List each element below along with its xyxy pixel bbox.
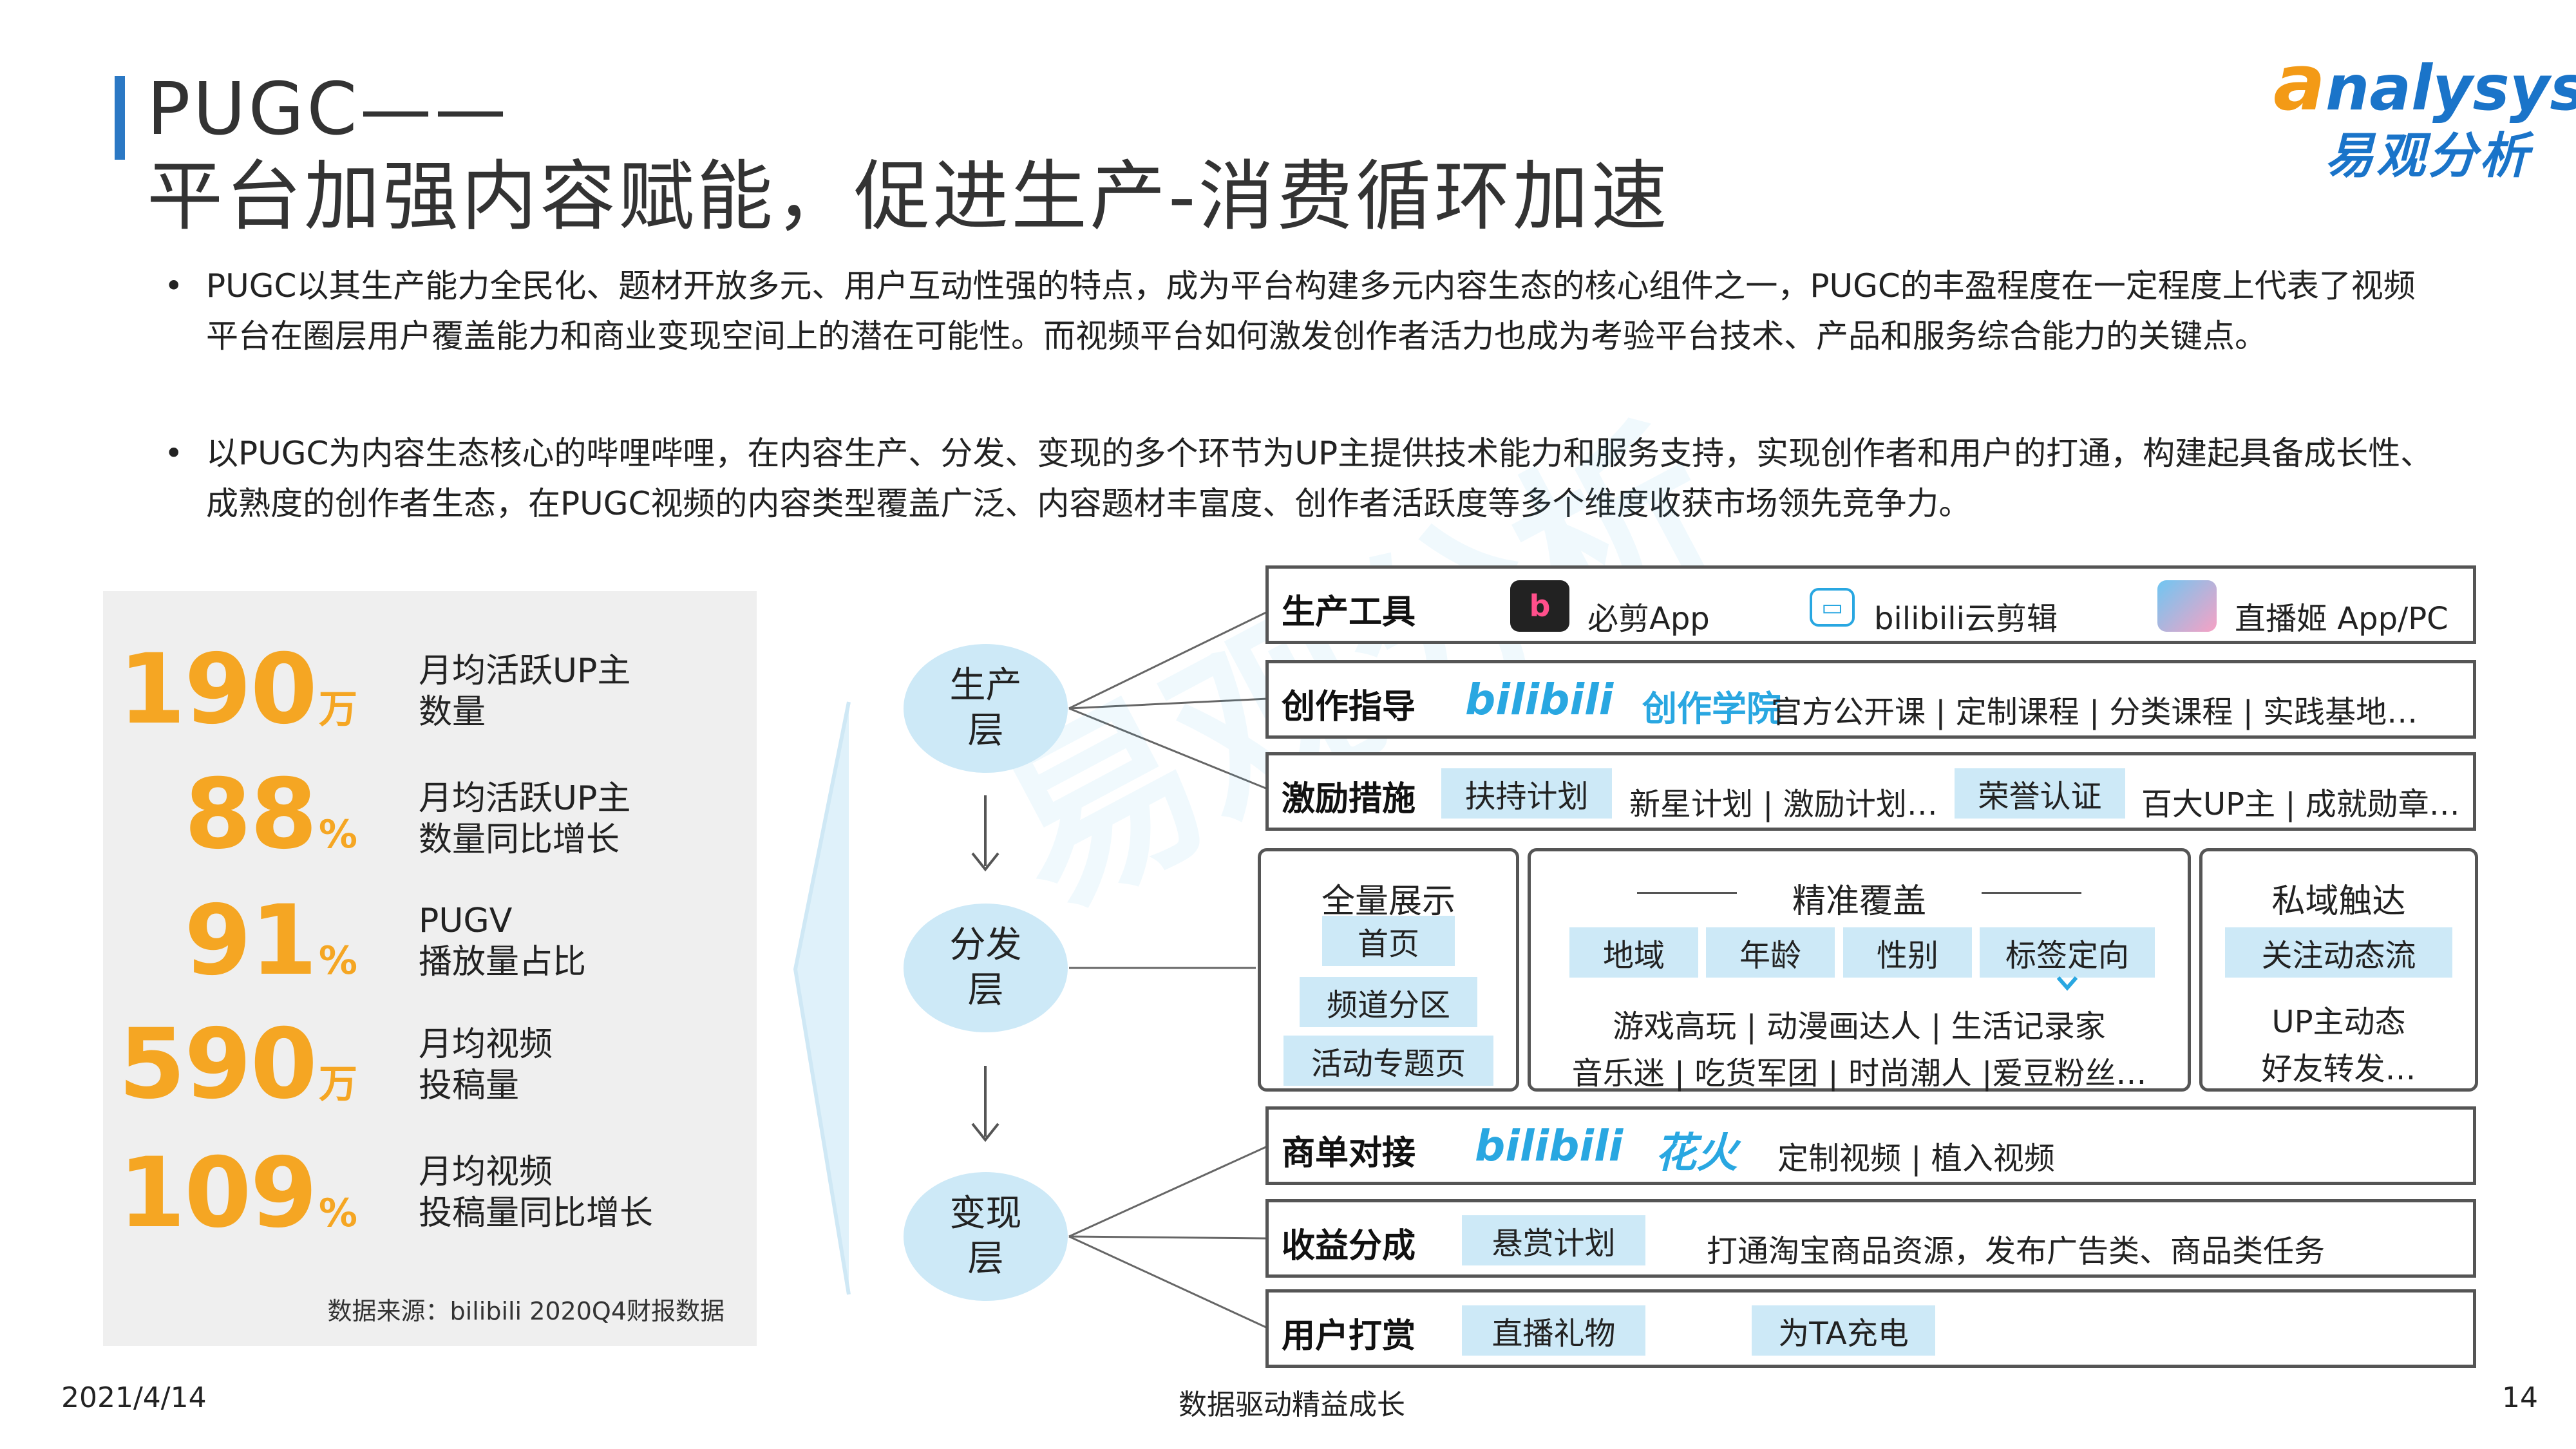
audience-line: 游戏高玩 | 动漫画达人 | 生活记录家 <box>1613 1009 2106 1045</box>
box-private-reach: 私域触达 关注动态流 UP主动态 好友转发… <box>2199 848 2478 1092</box>
footer-date: 2021/4/14 <box>61 1381 207 1414</box>
data-source-note: 数据来源：bilibili 2020Q4财报数据 <box>327 1297 724 1325</box>
row-title: 激励措施 <box>1282 780 1416 819</box>
row-reward: 用户打赏 直播礼物 为TA充电 <box>1265 1289 2476 1368</box>
row-title: 创作指导 <box>1282 688 1416 726</box>
bracket-shape <box>795 702 849 1294</box>
stats-panel: 190万 月均活跃UP主数量 88% 月均活跃UP主数量同比增长 91% PUG… <box>103 591 757 1346</box>
analysys-logo-text: nalysys <box>2325 52 2576 124</box>
pill-region: 地域 <box>1569 927 1698 978</box>
row-revenue: 收益分成 悬赏计划 打通淘宝商品资源，发布广告类、商品类任务 <box>1265 1199 2476 1278</box>
stat-label: 月均视频投稿量 <box>419 1025 553 1105</box>
app-name: 必剪App <box>1587 601 1710 637</box>
divider <box>1982 892 2081 894</box>
stat-number: 590万 <box>118 1009 357 1121</box>
analysys-logo-initial: a <box>2273 39 2325 128</box>
row-business: 商单对接 bilibili 花火 定制视频 | 植入视频 <box>1265 1106 2476 1185</box>
stat-label: 月均活跃UP主数量 <box>419 652 631 732</box>
connector-line <box>1068 1145 1268 1238</box>
connector-line <box>1068 1235 1268 1329</box>
huahuo-logo: 花火 <box>1655 1130 1738 1177</box>
audience-line: 音乐迷 | 吃货军团 | 时尚潮人 |爱豆粉丝… <box>1571 1056 2147 1092</box>
stat-number: 91% <box>184 885 357 997</box>
private-line: UP主动态 <box>2271 1004 2406 1040</box>
bullet-text: 以PUGC为内容生态核心的哔哩哔哩，在内容生产、分发、变现的多个环节为UP主提供… <box>206 435 2433 522</box>
pill-channel: 频道分区 <box>1300 977 1477 1027</box>
bullet-paragraph-1: • PUGC以其生产能力全民化、题材开放多元、用户互动性强的特点，成为平台构建多… <box>164 261 2444 361</box>
pill-support-plan: 扶持计划 <box>1441 768 1612 819</box>
pill-activity: 活动专题页 <box>1283 1036 1493 1086</box>
row-creation-guide: 创作指导 bilibili 创作学院 官方公开课 | 定制课程 | 分类课程 |… <box>1265 660 2476 739</box>
row-production-tools: 生产工具 b 必剪App ▭ bilibili云剪辑 直播姬 App/PC <box>1265 565 2476 644</box>
cloud-edit-icon: ▭ <box>1810 588 1855 627</box>
pill-follow-feed: 关注动态流 <box>2225 927 2452 978</box>
creation-academy-logo: 创作学院 <box>1642 688 1781 729</box>
connector-line <box>1068 1235 1268 1240</box>
stat-label: 月均活跃UP主数量同比增长 <box>419 779 631 859</box>
pill-honor: 荣誉认证 <box>1955 768 2125 819</box>
stat-number: 109% <box>118 1137 357 1249</box>
private-line: 好友转发… <box>2261 1051 2416 1087</box>
pill-live-gift: 直播礼物 <box>1462 1305 1645 1356</box>
analysys-logo-cn: 易观分析 <box>2325 127 2531 184</box>
box-title: 精准覆盖 <box>1792 882 1926 921</box>
guide-text: 官方公开课 | 定制课程 | 分类课程 | 实践基地… <box>1771 694 2418 730</box>
row-title: 商单对接 <box>1282 1134 1416 1173</box>
row-title: 收益分成 <box>1282 1227 1416 1265</box>
page-number: 14 <box>2502 1381 2538 1414</box>
incentive-text: 百大UP主 | 成就勋章… <box>2141 786 2460 822</box>
bilibili-logo: bilibili <box>1475 1121 1624 1171</box>
box-title: 私域触达 <box>2271 882 2406 921</box>
pill-age: 年龄 <box>1706 927 1835 978</box>
title-accent-bar <box>115 76 125 160</box>
app-name: bilibili云剪辑 <box>1874 601 2058 637</box>
live-app-icon <box>2157 580 2217 632</box>
layer-distribution: 分发层 <box>904 904 1068 1032</box>
box-title: 全量展示 <box>1321 882 1455 921</box>
bullet-dot: • <box>164 267 184 305</box>
row-title: 用户打赏 <box>1282 1317 1416 1356</box>
page-title-line1: PUGC—— <box>147 68 509 151</box>
footer-slogan: 数据驱动精益成长 <box>1179 1388 1405 1421</box>
pill-bounty: 悬赏计划 <box>1462 1215 1645 1265</box>
app-name: 直播姬 App/PC <box>2235 601 2448 637</box>
connector-line <box>1068 697 1268 710</box>
business-text: 定制视频 | 植入视频 <box>1777 1141 2055 1177</box>
stat-number: 88% <box>184 759 357 871</box>
pill-gender: 性别 <box>1843 927 1972 978</box>
connector-line <box>1068 611 1268 710</box>
stat-label: 月均视频投稿量同比增长 <box>419 1153 654 1233</box>
layer-monetization: 变现层 <box>904 1172 1068 1301</box>
connector-line <box>1068 707 1268 790</box>
bijian-app-icon: b <box>1510 580 1569 632</box>
bullet-paragraph-2: • 以PUGC为内容生态核心的哔哩哔哩，在内容生产、分发、变现的多个环节为UP主… <box>164 428 2444 529</box>
arrow-down-icon <box>971 1122 999 1142</box>
divider <box>1637 892 1737 894</box>
pill-charge: 为TA充电 <box>1752 1305 1935 1356</box>
bullet-dot: • <box>164 435 184 472</box>
box-full-display: 全量展示 首页 频道分区 活动专题页 <box>1258 848 1519 1092</box>
pill-tag: 标签定向 <box>1980 927 2155 978</box>
arrow-down-icon <box>971 852 999 872</box>
bracket-edge <box>793 701 851 1295</box>
row-title: 生产工具 <box>1282 593 1416 632</box>
analysys-logo: analysys <box>2273 39 2576 128</box>
incentive-text: 新星计划 | 激励计划… <box>1629 786 1938 822</box>
bilibili-logo: bilibili <box>1465 675 1614 724</box>
stat-number: 190万 <box>118 634 357 746</box>
box-precise-coverage: 精准覆盖 地域 年龄 性别 标签定向 游戏高玩 | 动漫画达人 | 生活记录家 … <box>1528 848 2191 1092</box>
layer-production: 生产层 <box>904 644 1068 773</box>
chevron-down-icon <box>2056 976 2078 991</box>
bullet-text: PUGC以其生产能力全民化、题材开放多元、用户互动性强的特点，成为平台构建多元内… <box>206 267 2416 355</box>
pill-homepage: 首页 <box>1322 916 1455 966</box>
row-incentive: 激励措施 扶持计划 新星计划 | 激励计划… 荣誉认证 百大UP主 | 成就勋章… <box>1265 752 2476 831</box>
revenue-text: 打通淘宝商品资源，发布广告类、商品类任务 <box>1707 1233 2325 1269</box>
page-title-line2: 平台加强内容赋能，促进生产-消费循环加速 <box>147 152 1670 241</box>
